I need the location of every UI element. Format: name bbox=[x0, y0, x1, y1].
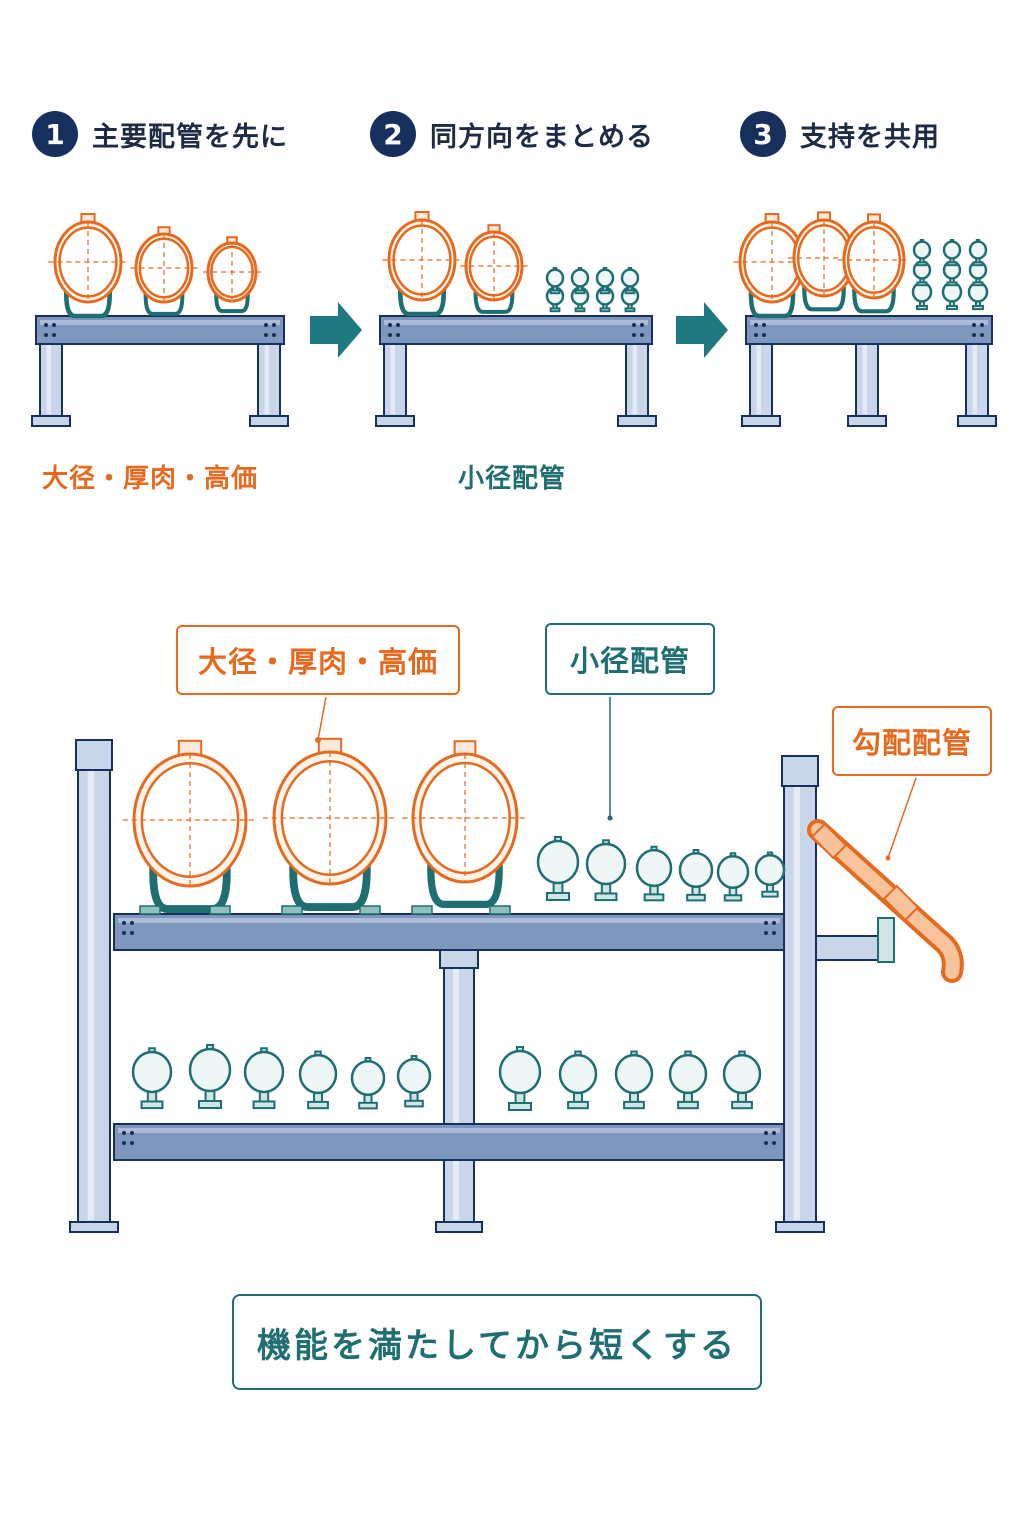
large-pipe bbox=[788, 211, 860, 312]
large-pipe bbox=[130, 226, 198, 316]
pipe-clamp bbox=[411, 905, 433, 915]
small-pipe bbox=[188, 1044, 232, 1109]
small-pipe bbox=[595, 267, 615, 295]
rack-base-plate bbox=[957, 415, 997, 427]
small-pipe bbox=[545, 267, 565, 295]
sloped-pipe bbox=[807, 819, 964, 983]
small-pipe bbox=[722, 1050, 762, 1110]
rack-base-plate bbox=[741, 415, 781, 427]
large-pipe bbox=[460, 224, 528, 314]
footer-message: 機能を満たしてから短くする bbox=[232, 1294, 762, 1390]
caption-small-pipes: 小径配管 bbox=[458, 464, 567, 494]
rack-base-plate bbox=[435, 1221, 483, 1233]
rack-base-plate bbox=[375, 415, 415, 427]
pipe-clamp bbox=[359, 905, 381, 915]
small-pipe bbox=[350, 1057, 386, 1110]
small-pipe bbox=[536, 836, 580, 901]
small-pipe bbox=[967, 279, 989, 311]
pipe-flange bbox=[810, 822, 848, 860]
callout-leader bbox=[887, 777, 917, 859]
pipe-clamp bbox=[281, 905, 303, 915]
small-pipe bbox=[942, 239, 962, 267]
small-pipe bbox=[635, 845, 673, 902]
step-number: 1 bbox=[32, 111, 78, 157]
step-title: 支持を共用 bbox=[800, 121, 940, 153]
step-title: 主要配管を先に bbox=[92, 121, 288, 153]
small-pipe bbox=[396, 1055, 432, 1108]
rack-base-plate bbox=[775, 1221, 825, 1233]
pipe-flange bbox=[882, 884, 920, 922]
step-number: 3 bbox=[740, 111, 786, 157]
large-pipe bbox=[838, 213, 910, 314]
small-pipe bbox=[968, 239, 988, 267]
small-pipe bbox=[912, 239, 932, 267]
step-rack bbox=[375, 315, 657, 427]
rack-base-plate bbox=[69, 1221, 119, 1233]
small-pipe bbox=[678, 849, 714, 902]
column-cap bbox=[781, 755, 819, 787]
small-pipe bbox=[754, 851, 786, 898]
small-pipe bbox=[131, 1047, 173, 1110]
small-pipe bbox=[716, 852, 750, 902]
small-pipe bbox=[620, 267, 640, 295]
callout-small-pipes: 小径配管 bbox=[545, 623, 715, 695]
callout-sloped-pipe: 勾配配管 bbox=[832, 706, 992, 776]
arrow-right-icon bbox=[310, 302, 362, 358]
small-pipe bbox=[498, 1046, 542, 1111]
step-rack bbox=[741, 315, 997, 427]
pipe-hanger bbox=[877, 917, 895, 963]
step-rack bbox=[31, 315, 289, 427]
large-pipe bbox=[203, 236, 261, 314]
large-pipe bbox=[402, 740, 528, 909]
pipe-clamp bbox=[489, 905, 511, 915]
large-pipe bbox=[48, 213, 128, 319]
branch-bracket bbox=[815, 935, 887, 961]
callout-leader bbox=[315, 696, 327, 743]
large-pipe bbox=[262, 737, 398, 912]
large-pipe bbox=[122, 739, 258, 914]
small-pipe bbox=[585, 839, 627, 902]
caption-large-pipes: 大径・厚肉・高価 bbox=[42, 464, 259, 494]
main-rack bbox=[69, 739, 887, 1233]
pipe-clamp bbox=[139, 905, 161, 915]
rack-base-plate bbox=[847, 415, 887, 427]
rack-base-plate bbox=[617, 415, 657, 427]
step-title: 同方向をまとめる bbox=[430, 121, 654, 153]
arrow-right-icon bbox=[676, 302, 728, 358]
small-pipe bbox=[558, 1050, 598, 1110]
small-pipe bbox=[570, 267, 590, 295]
step-1: 1 主要配管を先に bbox=[32, 110, 288, 158]
rack-base-plate bbox=[31, 415, 71, 427]
large-pipe bbox=[382, 211, 462, 317]
step-number: 2 bbox=[370, 111, 416, 157]
small-pipe bbox=[298, 1050, 338, 1110]
step-2: 2 同方向をまとめる bbox=[370, 110, 654, 158]
rack-base-plate bbox=[249, 415, 289, 427]
pipe-clamp bbox=[209, 905, 231, 915]
callout-large-pipes: 大径・厚肉・高価 bbox=[176, 625, 460, 695]
small-pipe bbox=[668, 1050, 708, 1110]
column-cap bbox=[75, 739, 113, 771]
small-pipe bbox=[614, 1050, 654, 1110]
small-pipe bbox=[243, 1047, 285, 1110]
step-3: 3 支持を共用 bbox=[740, 110, 940, 158]
